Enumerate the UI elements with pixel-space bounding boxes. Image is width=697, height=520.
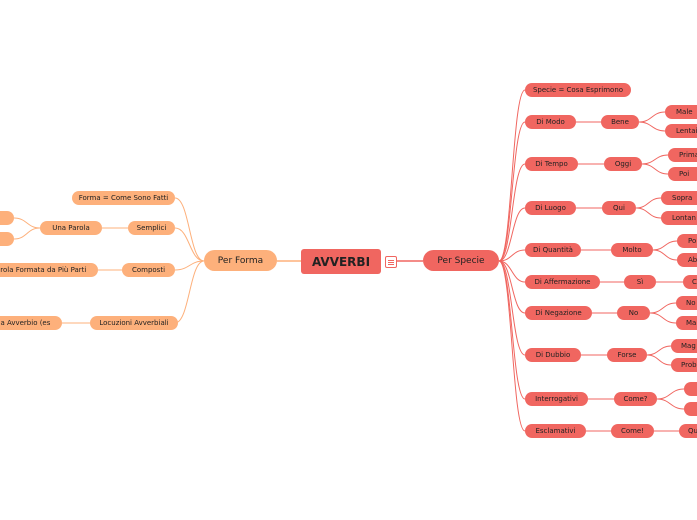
connector (649, 312, 677, 324)
di-affermazione-leaf[interactable]: C (683, 275, 697, 289)
di-quantita-leaf-2[interactable]: Ab (677, 253, 697, 267)
di-dubbio-leaf-1[interactable]: Mag (671, 339, 697, 353)
connector (641, 154, 669, 165)
di-tempo-leaf-2[interactable]: Poi (668, 167, 697, 181)
di-dubbio-node[interactable]: Di Dubbio (525, 348, 581, 362)
di-luogo-leaf-2[interactable]: Lontan (661, 211, 697, 225)
di-quantita-example[interactable]: Molto (611, 243, 653, 257)
di-modo-example[interactable]: Bene (601, 115, 639, 129)
locuzioni-leaf[interactable]: da Avverbio (es (0, 316, 62, 330)
di-negazione-leaf-1[interactable]: No (676, 296, 697, 310)
di-tempo-example[interactable]: Oggi (604, 157, 642, 171)
composti-leaf[interactable]: arola Formata da Più Parti (0, 263, 98, 277)
connector (656, 388, 685, 400)
connector (498, 260, 526, 356)
di-affermazione-example[interactable]: Sì (624, 275, 656, 289)
root-node[interactable]: AVVERBI (301, 249, 381, 274)
connector (498, 163, 526, 262)
semplici-leaf-2[interactable]: ui (0, 232, 14, 246)
connector (635, 207, 662, 219)
locuzioni-node[interactable]: Locuzioni Avverbiali (90, 316, 178, 330)
interrogativi-leaf-2[interactable] (684, 402, 697, 416)
connector (635, 197, 662, 209)
connector (174, 260, 205, 271)
di-dubbio-leaf-2[interactable]: Prob (671, 358, 697, 372)
connector (641, 163, 669, 175)
connector (652, 240, 678, 251)
di-quantita-node[interactable]: Di Quantità (525, 243, 581, 257)
semplici-leaf-1[interactable]: e (0, 211, 14, 225)
di-tempo-node[interactable]: Di Tempo (525, 157, 578, 171)
di-dubbio-example[interactable]: Forse (607, 348, 647, 362)
una-parola-node[interactable]: Una Parola (40, 221, 102, 235)
interrogativi-example[interactable]: Come? (614, 392, 657, 406)
connector (174, 227, 205, 262)
connector (656, 398, 685, 410)
connector (498, 89, 526, 262)
di-modo-leaf-2[interactable]: Lentai (665, 124, 697, 138)
connector (646, 354, 672, 366)
connector (498, 260, 526, 432)
connector (638, 121, 666, 132)
interrogativi-node[interactable]: Interrogativi (525, 392, 588, 406)
esclamativi-node[interactable]: Esclamativi (525, 424, 586, 438)
esclamativi-example[interactable]: Come! (611, 424, 654, 438)
connector (646, 345, 672, 356)
connector (638, 111, 666, 123)
branch-per-forma[interactable]: Per Forma (204, 250, 277, 271)
forma-definition-node[interactable]: Forma = Come Sono Fatti (72, 191, 175, 205)
di-modo-node[interactable]: Di Modo (525, 115, 576, 129)
di-affermazione-node[interactable]: Di Affermazione (525, 275, 600, 289)
di-modo-leaf-1[interactable]: Male (665, 105, 697, 119)
esclamativi-leaf[interactable]: Qu (679, 424, 697, 438)
di-negazione-node[interactable]: Di Negazione (525, 306, 592, 320)
di-negazione-example[interactable]: No (617, 306, 650, 320)
connector (652, 249, 678, 261)
di-tempo-leaf-1[interactable]: Prima (668, 148, 697, 162)
connector (498, 207, 526, 262)
interrogativi-leaf-1[interactable] (684, 382, 697, 396)
connector (13, 217, 41, 229)
di-negazione-leaf-2[interactable]: Ma (676, 316, 697, 330)
connector (174, 197, 205, 262)
di-luogo-example[interactable]: Qui (602, 201, 636, 215)
composti-node[interactable]: Composti (122, 263, 175, 277)
connector (649, 302, 677, 314)
notes-icon[interactable] (385, 256, 397, 268)
semplici-node[interactable]: Semplici (128, 221, 175, 235)
connector (498, 249, 526, 262)
branch-per-specie[interactable]: Per Specie (423, 250, 499, 271)
connector (498, 121, 526, 262)
connector (13, 227, 41, 240)
di-luogo-leaf-1[interactable]: Sopra (661, 191, 697, 205)
di-luogo-node[interactable]: Di Luogo (525, 201, 576, 215)
di-quantita-leaf-1[interactable]: Po (677, 234, 697, 248)
specie-definition-node[interactable]: Specie = Cosa Esprimono (525, 83, 631, 97)
connector (174, 260, 205, 324)
